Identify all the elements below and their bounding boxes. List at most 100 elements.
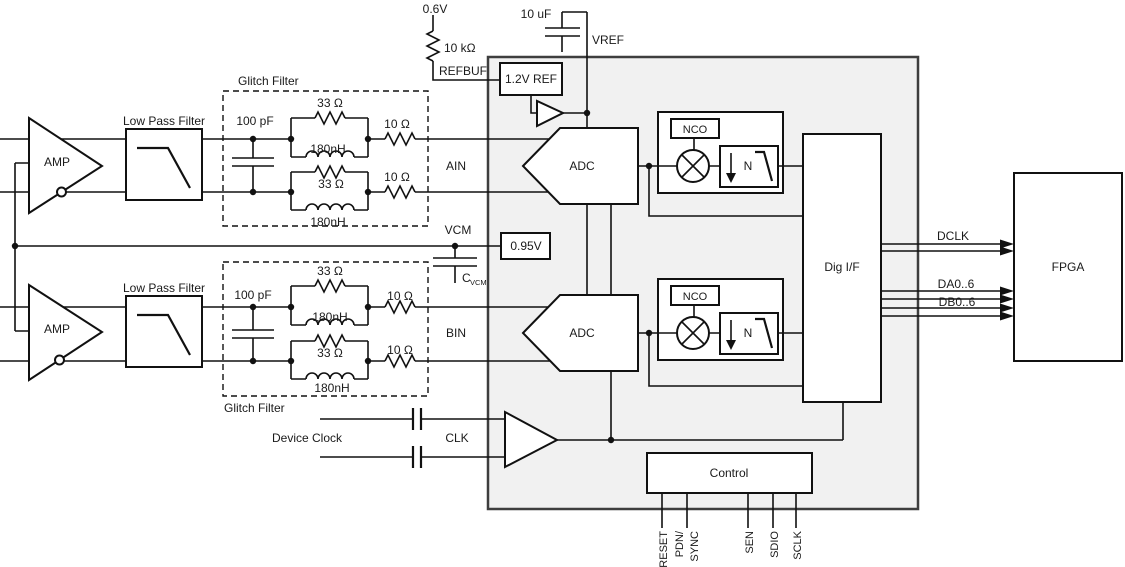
amp-b-label: AMP	[44, 322, 70, 336]
ref-1v2-label: 1.2V REF	[505, 72, 557, 86]
clock-coupling-cap-bottom-icon	[411, 446, 423, 468]
lpf-b-label: Low Pass Filter	[123, 281, 205, 295]
adc-b-label: ADC	[569, 326, 595, 340]
amp-b-invert-bubble-icon	[54, 354, 65, 366]
clk-pin-label: CLK	[445, 431, 468, 445]
decimation-b-n-label: N	[744, 326, 753, 340]
cvcm-label: C	[462, 271, 471, 285]
r10-b-top-label: 10 Ω	[387, 289, 413, 303]
decimation-b-filter-icon	[755, 317, 774, 349]
control-pin-wires	[661, 493, 797, 528]
capacitor-10uf-icon	[545, 27, 580, 37]
l180-a-bot-label: 180nH	[310, 215, 345, 229]
ref-1v2-block	[499, 62, 563, 96]
inductor-180-b-bot-icon	[305, 372, 355, 380]
resistor-10-b-top-icon	[384, 299, 416, 315]
l180-b-bot-label: 180nH	[314, 381, 349, 395]
junction-dots	[11, 109, 653, 444]
pin-sclk-label: SCLK	[792, 530, 804, 559]
adc-b-block	[521, 294, 639, 372]
inductor-180-b-top-icon	[305, 318, 355, 326]
device-clock-label: Device Clock	[272, 431, 343, 445]
vref-pin-label: VREF	[592, 33, 624, 47]
r33-a-top-label: 33 Ω	[317, 96, 343, 110]
lpf-b-response-icon	[137, 313, 191, 356]
pin-sen-label: SEN	[744, 531, 756, 554]
da-bus-label: DA0..6	[938, 277, 975, 291]
resistor-10-a-bot-icon	[384, 184, 416, 200]
inductor-180-a-bot-icon	[305, 203, 355, 211]
supply-0v6-label: 0.6V	[423, 2, 448, 16]
cap-10uf-label: 10 uF	[521, 7, 552, 21]
control-label: Control	[710, 466, 749, 480]
capacitor-100pf-a-icon	[232, 157, 274, 167]
decimation-a-filter-icon	[755, 150, 774, 182]
adc-a-block	[521, 127, 639, 205]
adc-a-label: ADC	[569, 159, 595, 173]
l180-a-top-label: 180nH	[310, 142, 345, 156]
resistor-33-b-bot-icon	[314, 333, 346, 349]
bin-pin-label: BIN	[446, 326, 466, 340]
clock-wires	[320, 204, 844, 458]
pin-sync-label: SYNC	[689, 531, 701, 562]
cap-100pf-b-label: 100 pF	[234, 288, 271, 302]
decimation-b-arrowhead-icon	[726, 340, 736, 350]
resistor-33-b-top-icon	[314, 278, 346, 294]
lpf-a-label: Low Pass Filter	[123, 114, 205, 128]
glitch-filter-b-label: Glitch Filter	[224, 401, 285, 415]
cap-100pf-a-label: 100 pF	[236, 114, 273, 128]
fpga-label: FPGA	[1052, 260, 1085, 274]
capacitor-100pf-b-icon	[232, 329, 274, 339]
vcm-0v95-block	[500, 232, 551, 260]
vcm-0v95-label: 0.95V	[510, 239, 541, 253]
pin-pdn-label: PDN/	[674, 530, 686, 557]
nco-a-label-box	[670, 118, 720, 139]
decimation-a-arrowhead-icon	[726, 173, 736, 183]
l180-b-top-label: 180nH	[312, 310, 347, 324]
dclk-label: DCLK	[937, 229, 969, 243]
nco-b-label-box	[670, 285, 720, 306]
resistor-33-a-bot-icon	[314, 164, 346, 180]
glitch-filter-a-label: Glitch Filter	[238, 74, 299, 88]
control-block	[646, 452, 813, 494]
resistor-10-a-top-icon	[384, 131, 416, 147]
glitch-filter-b-box	[222, 261, 429, 397]
fpga-block	[1013, 172, 1123, 362]
nco-a-label: NCO	[683, 124, 708, 136]
resistor-10k-icon	[425, 30, 441, 62]
labels-layer: 0.6V 10 kΩ REFBUF 10 uF VREF 1.2V REF Gl…	[44, 2, 1084, 567]
dig-if-label: Dig I/F	[824, 260, 859, 274]
lpf-b-block	[125, 295, 203, 368]
r10-b-bot-label: 10 Ω	[387, 343, 413, 357]
cvcm-sub-label: VCM	[470, 278, 487, 287]
lpf-a-block	[125, 128, 203, 201]
resistor-10k-label: 10 kΩ	[444, 41, 476, 55]
ain-pin-label: AIN	[446, 159, 466, 173]
pin-reset-label: RESET	[658, 531, 670, 567]
vcm-pin-label: VCM	[445, 223, 472, 237]
fpga-input-arrowheads	[1000, 239, 1014, 321]
r33-a-bot-label: 33 Ω	[318, 177, 344, 191]
resistor-33-a-top-icon	[314, 110, 346, 126]
pin-sdio-label: SDIO	[769, 531, 781, 558]
amp-a-label: AMP	[44, 155, 70, 169]
resistor-10-b-bot-icon	[384, 353, 416, 369]
ref-buffer-icon	[536, 99, 566, 128]
nco-b-label: NCO	[683, 291, 708, 303]
r10-a-top-label: 10 Ω	[384, 117, 410, 131]
r10-a-bot-label: 10 Ω	[384, 170, 410, 184]
mixer-a-cross-icon	[681, 154, 705, 178]
mixer-b-cross-icon	[681, 321, 705, 345]
decimation-a-n-label: N	[744, 159, 753, 173]
details-layer	[11, 109, 1014, 444]
dig-if-block	[802, 133, 882, 403]
capacitor-cvcm-icon	[433, 257, 477, 267]
digital-output-wires	[881, 243, 1003, 317]
refbuf-pin-label: REFBUF	[439, 64, 487, 78]
amp-a-invert-bubble-icon	[56, 186, 67, 198]
r33-b-top-label: 33 Ω	[317, 264, 343, 278]
r33-b-bot-label: 33 Ω	[317, 346, 343, 360]
db-bus-label: DB0..6	[939, 295, 976, 309]
